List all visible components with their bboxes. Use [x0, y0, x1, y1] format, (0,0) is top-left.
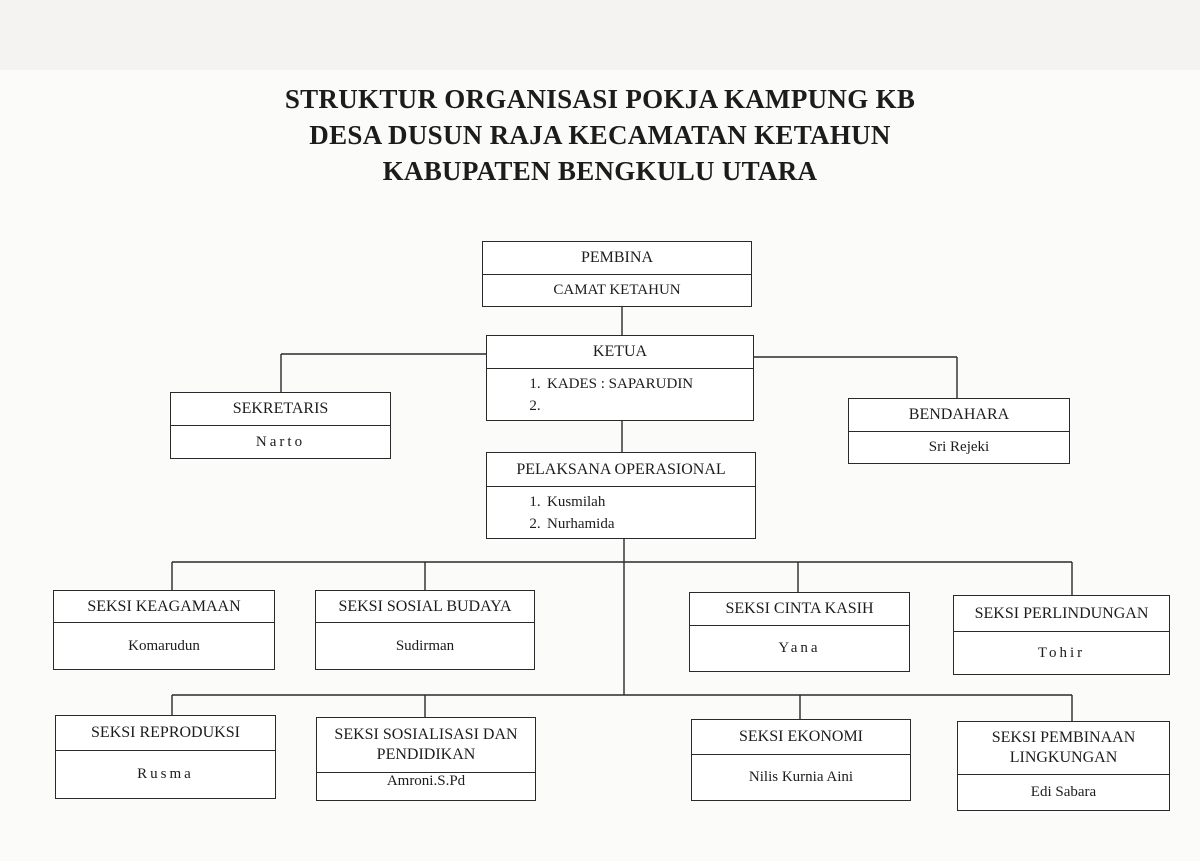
ketua-item-1: 1. KADES : SAPARUDIN — [523, 373, 693, 395]
box-pelaksana-operasional: PELAKSANA OPERASIONAL 1. Kusmilah 2. Nur… — [486, 452, 756, 539]
title-line-1: STRUKTUR ORGANISASI POKJA KAMPUNG KB — [284, 84, 916, 114]
seksi-keagamaan-value: Komarudun — [128, 637, 200, 654]
box-pembina: PEMBINA CAMAT KETAHUN — [482, 241, 752, 307]
sekretaris-label: SEKRETARIS — [171, 393, 390, 426]
seksi-cinta-kasih-value: Yana — [778, 640, 821, 656]
seksi-pembinaan-label-line1: SEKSI PEMBINAAN — [991, 729, 1136, 746]
pelaksana-item-2-num: 2. — [529, 515, 541, 532]
pelaksana-list: 1. Kusmilah 2. Nurhamida — [487, 487, 755, 538]
title-line-2: DESA DUSUN RAJA KECAMATAN KETAHUN — [309, 120, 891, 150]
seksi-sosialisasi-value: Amroni.S.Pd — [386, 773, 466, 789]
seksi-ekonomi-label: SEKSI EKONOMI — [692, 720, 910, 755]
seksi-pembinaan-label: SEKSI PEMBINAAN LINGKUNGAN — [958, 722, 1169, 775]
box-seksi-sosial-budaya: SEKSI SOSIAL BUDAYA Sudirman — [315, 590, 535, 670]
ketua-item-2: 2. — [523, 395, 547, 417]
ketua-item-2-num: 2. — [529, 397, 541, 414]
title-line-3: KABUPATEN BENGKULU UTARA — [382, 156, 818, 186]
seksi-ekonomi-value: Nilis Kurnia Aini — [748, 769, 854, 785]
box-seksi-reproduksi: SEKSI REPRODUKSI Rusma — [55, 715, 276, 799]
seksi-sosial-budaya-label: SEKSI SOSIAL BUDAYA — [316, 591, 534, 623]
bendahara-value: Sri Rejeki — [928, 439, 990, 455]
seksi-pembinaan-value: Edi Sabara — [1030, 784, 1097, 800]
ketua-item-1-text: KADES : SAPARUDIN — [547, 375, 694, 392]
seksi-cinta-kasih-label: SEKSI CINTA KASIH — [690, 593, 909, 626]
seksi-pembinaan-label-line2: LINGKUNGAN — [1009, 749, 1118, 766]
bendahara-label: BENDAHARA — [849, 399, 1069, 432]
box-seksi-keagamaan: SEKSI KEAGAMAAN Komarudun — [53, 590, 275, 670]
seksi-sosial-budaya-value: Sudirman — [395, 637, 455, 654]
seksi-keagamaan-label: SEKSI KEAGAMAAN — [54, 591, 274, 623]
sekretaris-value: Narto — [255, 433, 306, 450]
seksi-perlindungan-label: SEKSI PERLINDUNGAN — [954, 596, 1169, 632]
box-sekretaris: SEKRETARIS Narto — [170, 392, 391, 459]
seksi-sosialisasi-label: SEKSI SOSIALISASI DAN PENDIDIKAN — [317, 718, 535, 773]
seksi-sosialisasi-label-line1: SEKSI SOSIALISASI DAN — [334, 726, 518, 743]
box-bendahara: BENDAHARA Sri Rejeki — [848, 398, 1070, 464]
box-seksi-perlindungan: SEKSI PERLINDUNGAN Tohir — [953, 595, 1170, 675]
pelaksana-item-1: 1. Kusmilah — [523, 491, 605, 513]
seksi-sosialisasi-label-line2: PENDIDIKAN — [376, 746, 476, 763]
box-seksi-pembinaan-lingkungan: SEKSI PEMBINAAN LINGKUNGAN Edi Sabara — [957, 721, 1170, 811]
box-seksi-cinta-kasih: SEKSI CINTA KASIH Yana — [689, 592, 910, 672]
ketua-label: KETUA — [487, 336, 753, 369]
seksi-reproduksi-label: SEKSI REPRODUKSI — [56, 716, 275, 751]
pelaksana-label: PELAKSANA OPERASIONAL — [487, 453, 755, 487]
pelaksana-item-1-num: 1. — [529, 493, 541, 510]
box-seksi-sosialisasi-pendidikan: SEKSI SOSIALISASI DAN PENDIDIKAN Amroni.… — [316, 717, 536, 801]
seksi-perlindungan-value: Tohir — [1037, 644, 1086, 661]
pelaksana-item-1-text: Kusmilah — [547, 493, 606, 510]
seksi-reproduksi-value: Rusma — [137, 766, 194, 782]
ketua-item-1-num: 1. — [529, 375, 541, 392]
box-ketua: KETUA 1. KADES : SAPARUDIN 2. — [486, 335, 754, 421]
pelaksana-item-2: 2. Nurhamida — [523, 513, 614, 535]
pelaksana-item-2-text: Nurhamida — [547, 515, 615, 532]
ketua-list: 1. KADES : SAPARUDIN 2. — [487, 369, 753, 420]
pembina-label: PEMBINA — [483, 242, 751, 275]
box-seksi-ekonomi: SEKSI EKONOMI Nilis Kurnia Aini — [691, 719, 911, 801]
pembina-value: CAMAT KETAHUN — [553, 282, 681, 298]
